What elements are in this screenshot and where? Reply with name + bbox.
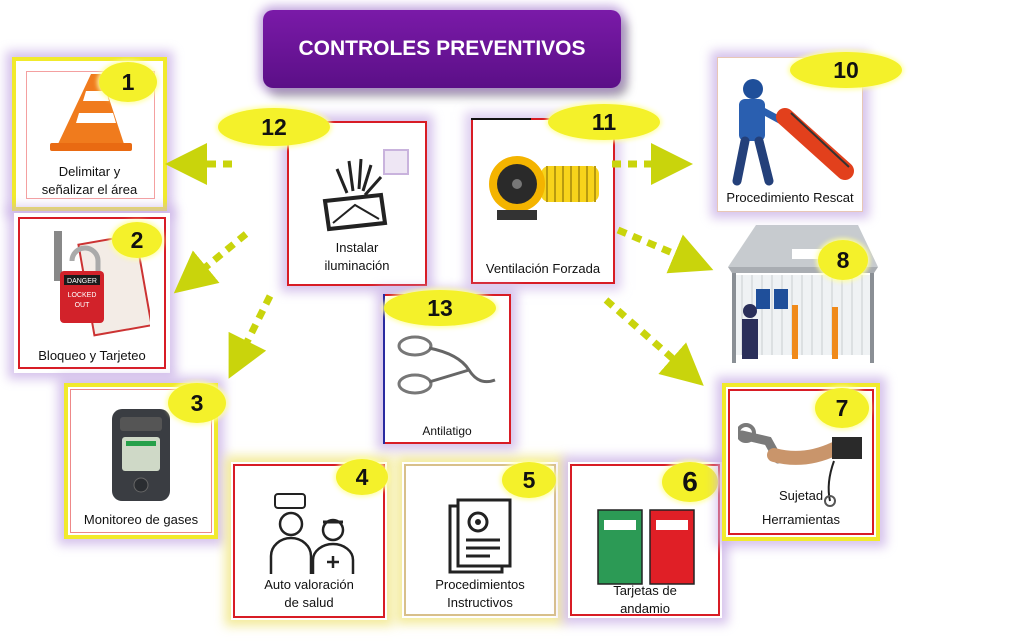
arrow-12-to-2	[173, 231, 249, 294]
page-title: CONTROLES PREVENTIVOS	[263, 10, 621, 88]
scaffold-tags-icon	[597, 509, 695, 585]
card-label: Antilatigo	[422, 424, 472, 438]
number-badge: 8	[818, 240, 868, 280]
number-badge: 7	[815, 388, 869, 428]
card-rescue-tent	[722, 215, 882, 375]
arrow-11-to-7	[603, 297, 704, 386]
number-badge: 1	[99, 62, 157, 102]
arrow-12-to-3	[228, 294, 274, 379]
number-badge: 4	[336, 459, 388, 495]
number-badge: 13	[384, 290, 496, 326]
wrench-lanyard-icon	[738, 423, 862, 507]
ventilation-fan-icon	[489, 156, 599, 220]
document-gear-icon	[448, 498, 512, 574]
traffic-cone-icon	[50, 74, 132, 151]
tag-locked: LOCKED	[68, 292, 97, 299]
card-rescue-procedure: Procedimiento Rescat	[717, 57, 863, 212]
rescuer-stretcher-icon	[732, 79, 854, 186]
number-badge: 3	[168, 383, 226, 423]
number-badge: 2	[112, 222, 162, 258]
card-lockout-tagout: DANGER LOCKED OUT Bloqueo y Tarjeteo	[14, 213, 170, 373]
whip-check-cable-icon	[397, 335, 496, 395]
tag-out: OUT	[75, 302, 91, 309]
card-label: Procedimiento Rescat	[726, 190, 854, 205]
work-light-icon	[322, 158, 388, 232]
rescue-tent-image	[728, 225, 878, 363]
number-badge: 11	[548, 104, 660, 140]
number-badge: 10	[790, 52, 902, 88]
card-forced-ventilation: Ventilación Forzada	[471, 118, 615, 284]
lockout-tag-icon: DANGER LOCKED OUT	[54, 231, 150, 337]
number-badge: 5	[502, 462, 556, 498]
card-label: Monitoreo de gases	[83, 512, 199, 527]
card-label: Ventilación Forzada	[485, 261, 601, 276]
arrow-11-to-8	[616, 226, 714, 274]
number-badge: 12	[218, 108, 330, 146]
card-label: Bloqueo y Tarjeteo	[38, 348, 146, 363]
tag-danger: DANGER	[67, 278, 97, 285]
gas-detector-icon	[112, 409, 170, 501]
number-badge: 6	[662, 462, 718, 502]
medical-staff-icon	[269, 493, 355, 574]
